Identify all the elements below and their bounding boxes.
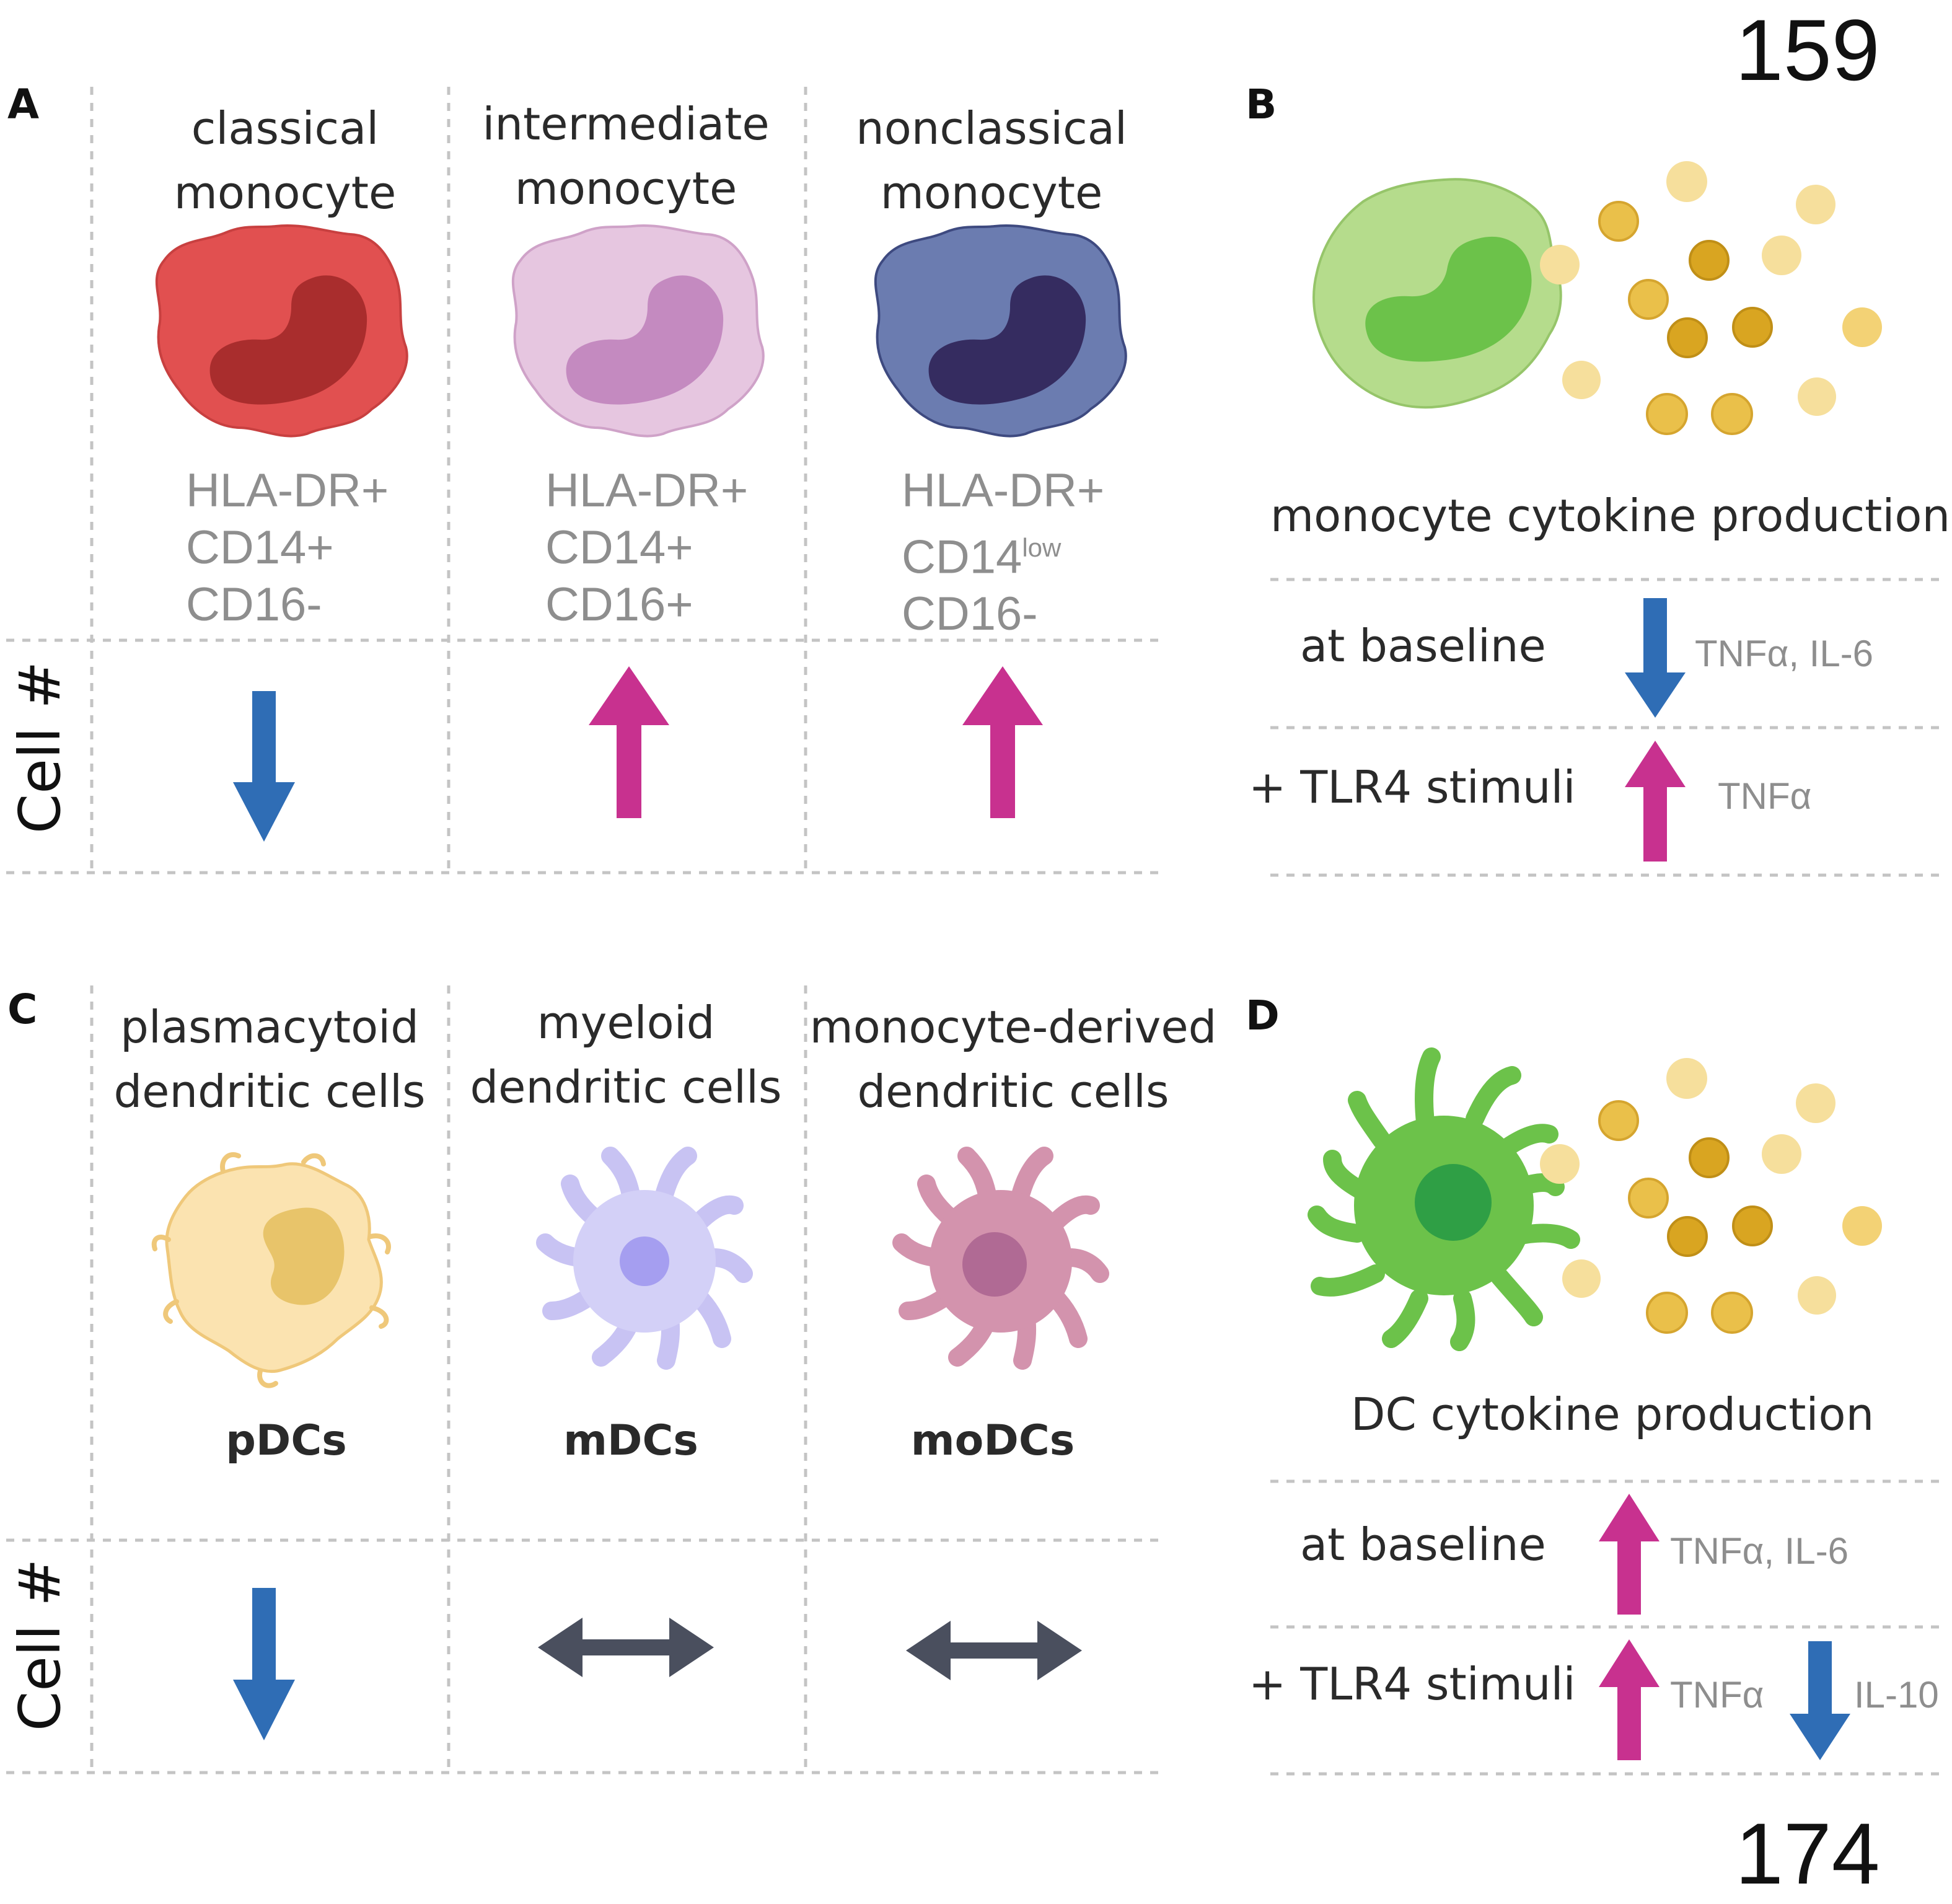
nonclassical-cell-number-increase-arrow: [962, 666, 1043, 818]
page-number-top: 159: [1735, 1, 1880, 99]
mdc-illustration: [536, 1147, 753, 1370]
title-line: intermediate: [482, 98, 770, 150]
marker-cd16: CD16+: [545, 578, 693, 631]
monocyte-cytokine-granules: [1540, 161, 1882, 435]
monocyte-tlr4-label: + TLR4 stimuli: [1249, 761, 1576, 813]
modc-illustration: [892, 1147, 1109, 1370]
grid-lines-panel-a: [6, 87, 1165, 875]
intermediate-monocyte-markers: HLA-DR+ CD14+ CD16+: [545, 462, 748, 633]
pdc-illustration: [151, 1152, 391, 1388]
title-line: myeloid: [537, 997, 715, 1049]
dc-tlr4-tnfa-cytokine: TNFα: [1670, 1674, 1764, 1716]
panel-label-d: D: [1246, 992, 1280, 1039]
pdc-abbreviation: pDCs: [226, 1416, 347, 1465]
monocyte-cytokine-caption: monocyte cytokine production: [1270, 490, 1951, 542]
dc-baseline-label: at baseline: [1300, 1518, 1546, 1571]
dc-tlr4-label: + TLR4 stimuli: [1249, 1658, 1576, 1710]
grid-lines-panel-c: [6, 985, 1165, 1774]
dc-cytokine-caption: DC cytokine production: [1351, 1388, 1875, 1440]
title-line: dendritic cells: [113, 1065, 426, 1117]
dc-baseline-cytokines: TNFα, IL-6: [1670, 1530, 1849, 1572]
modc-title: monocyte-derived dendritic cells: [806, 995, 1221, 1124]
panel-label-c: C: [7, 985, 38, 1033]
title-line: monocyte: [880, 167, 1103, 219]
marker-cd14: CD14+: [186, 521, 334, 574]
title-line: monocyte: [514, 162, 737, 214]
nonclassical-monocyte-title: nonclassical monocyte: [818, 96, 1165, 225]
pdc-title: plasmacytoid dendritic cells: [93, 995, 446, 1124]
modc-abbreviation: moDCs: [910, 1416, 1075, 1465]
dc-tlr4-il10-decrease-arrow: [1790, 1641, 1850, 1760]
monocyte-tlr4-cytokines: TNFα: [1718, 775, 1812, 817]
marker-cd14: CD14: [902, 531, 1022, 584]
title-line: classical: [191, 102, 379, 154]
mdc-abbreviation: mDCs: [563, 1416, 698, 1465]
classical-monocyte-title: classical monocyte: [112, 96, 459, 225]
title-line: dendritic cells: [470, 1061, 782, 1113]
dc-tlr4-il10-cytokine: IL-10: [1854, 1674, 1939, 1716]
dc-cytokine-granules: [1540, 1058, 1882, 1334]
title-line: nonclassical: [856, 102, 1127, 154]
nonclassical-monocyte-markers: HLA-DR+ CD14low CD16-: [902, 462, 1104, 643]
monocyte-baseline-label: at baseline: [1300, 620, 1546, 672]
classical-monocyte-illustration: [155, 224, 408, 438]
dc-tlr4-tnfa-increase-arrow: [1599, 1639, 1660, 1760]
title-line: monocyte: [174, 167, 397, 219]
marker-cd14: CD14+: [545, 521, 693, 574]
monocyte-tlr4-increase-arrow: [1625, 741, 1686, 862]
monocyte-baseline-decrease-arrow: [1625, 598, 1686, 718]
cell-number-label-a: Cell #: [7, 661, 73, 834]
mdc-title: myeloid dendritic cells: [452, 990, 799, 1119]
marker-cd16: CD16-: [186, 578, 322, 631]
classical-cell-number-decrease-arrow: [233, 691, 295, 842]
marker-cd14-low: CD14low: [902, 519, 1104, 586]
activated-monocyte-illustration: [1312, 178, 1562, 409]
intermediate-monocyte-title: intermediate monocyte: [452, 92, 799, 221]
dc-baseline-increase-arrow: [1599, 1494, 1660, 1615]
marker-hla-dr: HLA-DR+: [902, 464, 1105, 517]
marker-hla-dr: HLA-DR+: [186, 464, 389, 517]
modc-cell-number-unchanged-arrow: [906, 1621, 1082, 1680]
title-line: plasmacytoid: [120, 1001, 419, 1053]
nonclassical-monocyte-illustration: [874, 224, 1127, 438]
intermediate-cell-number-increase-arrow: [589, 666, 669, 818]
title-line: monocyte-derived: [809, 1001, 1217, 1053]
marker-cd16: CD16-: [902, 588, 1038, 641]
activated-dendritic-cell-illustration: [1308, 1047, 1580, 1351]
mdc-cell-number-unchanged-arrow: [538, 1618, 714, 1677]
marker-cd14-superscript: low: [1022, 533, 1062, 562]
classical-monocyte-markers: HLA-DR+ CD14+ CD16-: [186, 462, 389, 633]
title-line: dendritic cells: [857, 1065, 1169, 1117]
monocyte-baseline-cytokines: TNFα, IL-6: [1695, 633, 1874, 674]
cell-number-label-c: Cell #: [7, 1558, 73, 1731]
pdc-cell-number-decrease-arrow: [233, 1588, 295, 1740]
panel-label-b: B: [1246, 81, 1277, 128]
panel-label-a: A: [7, 81, 40, 128]
marker-hla-dr: HLA-DR+: [545, 464, 749, 517]
page-number-bottom: 174: [1735, 1805, 1880, 1902]
intermediate-monocyte-illustration: [511, 224, 765, 438]
